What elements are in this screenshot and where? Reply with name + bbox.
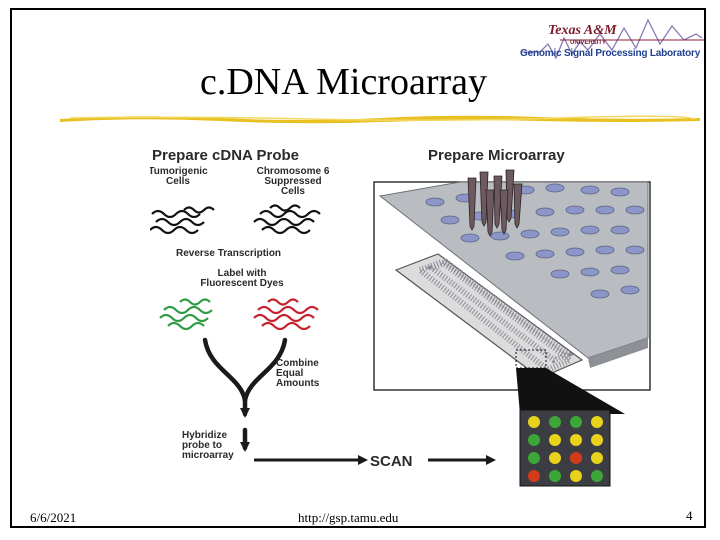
scan-spot-red xyxy=(570,452,582,464)
scan-spot-yellow xyxy=(591,416,603,428)
glass-slide xyxy=(394,253,584,379)
microarray-diagram: Prepare cDNA Probe Prepare Microarray Re… xyxy=(150,147,651,487)
green-labeled-strands xyxy=(159,298,213,331)
combine-arrows xyxy=(202,337,288,452)
scan-spot-red xyxy=(528,470,540,482)
footer-date: 6/6/2021 xyxy=(30,510,77,525)
logo-university-line1: Texas A&M xyxy=(548,23,617,38)
scan-spot-green xyxy=(528,434,540,446)
label-prepare-probe: Prepare cDNA Probe xyxy=(152,147,299,164)
scan-spot-green xyxy=(570,416,582,428)
lab-name: Genomic Signal Processing Laboratory xyxy=(520,48,701,59)
label-scan: SCAN xyxy=(370,453,413,470)
slide-frame xyxy=(10,8,706,528)
footer-page-number: 4 xyxy=(686,508,693,523)
scan-spot-yellow xyxy=(591,434,603,446)
scan-spot-yellow xyxy=(570,434,582,446)
well-plate xyxy=(378,181,649,359)
slide-spots xyxy=(413,258,576,374)
footer-url: http://gsp.tamu.edu xyxy=(298,510,399,525)
zoom-connector xyxy=(516,368,625,414)
logo-university-line2: UNIVERSITY xyxy=(570,40,606,46)
scan-spot-green xyxy=(549,470,561,482)
scan-spot-yellow xyxy=(591,452,603,464)
scan-spot-green xyxy=(528,452,540,464)
scan-spot-green xyxy=(549,416,561,428)
red-labeled-strands xyxy=(253,298,319,331)
lab-logo: Texas A&M UNIVERSITY xyxy=(522,18,704,60)
tumorigenic-strands xyxy=(150,206,215,235)
scan-spot-yellow xyxy=(549,452,561,464)
scan-spot-yellow xyxy=(549,434,561,446)
chromosome-strands xyxy=(253,204,321,235)
scan-spot-yellow xyxy=(528,416,540,428)
label-reverse-transcription: Reverse Transcription xyxy=(176,248,281,259)
scan-spot-green xyxy=(591,470,603,482)
page-title: c.DNA Microarray xyxy=(200,61,488,103)
scan-spot-yellow xyxy=(570,470,582,482)
logo-signal-wave xyxy=(522,18,703,60)
title-underline xyxy=(60,115,700,124)
scan-spot-grid xyxy=(528,416,603,482)
pipette-tips xyxy=(467,169,523,237)
label-prepare-microarray: Prepare Microarray xyxy=(428,147,565,164)
